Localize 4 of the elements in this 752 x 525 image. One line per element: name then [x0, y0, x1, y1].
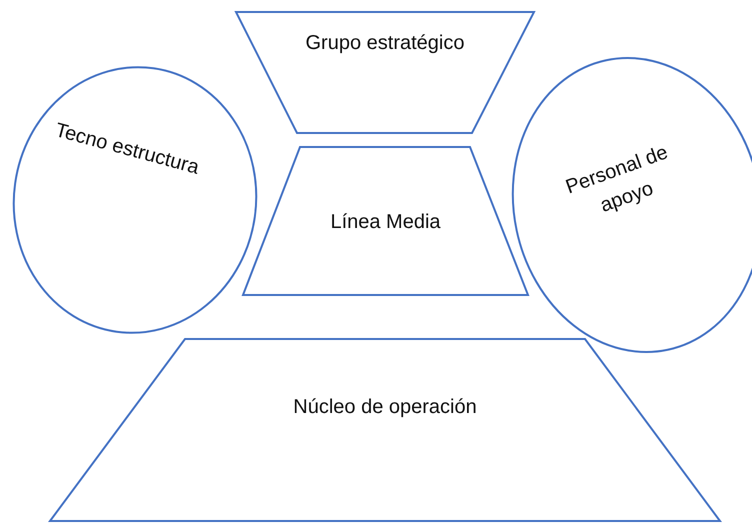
shape-label: Grupo estratégico [304, 31, 466, 56]
shape-label: Tecno estructura [52, 118, 202, 181]
shape-label: Núcleo de operación [292, 395, 478, 420]
shape-label: Línea Media [329, 210, 442, 235]
